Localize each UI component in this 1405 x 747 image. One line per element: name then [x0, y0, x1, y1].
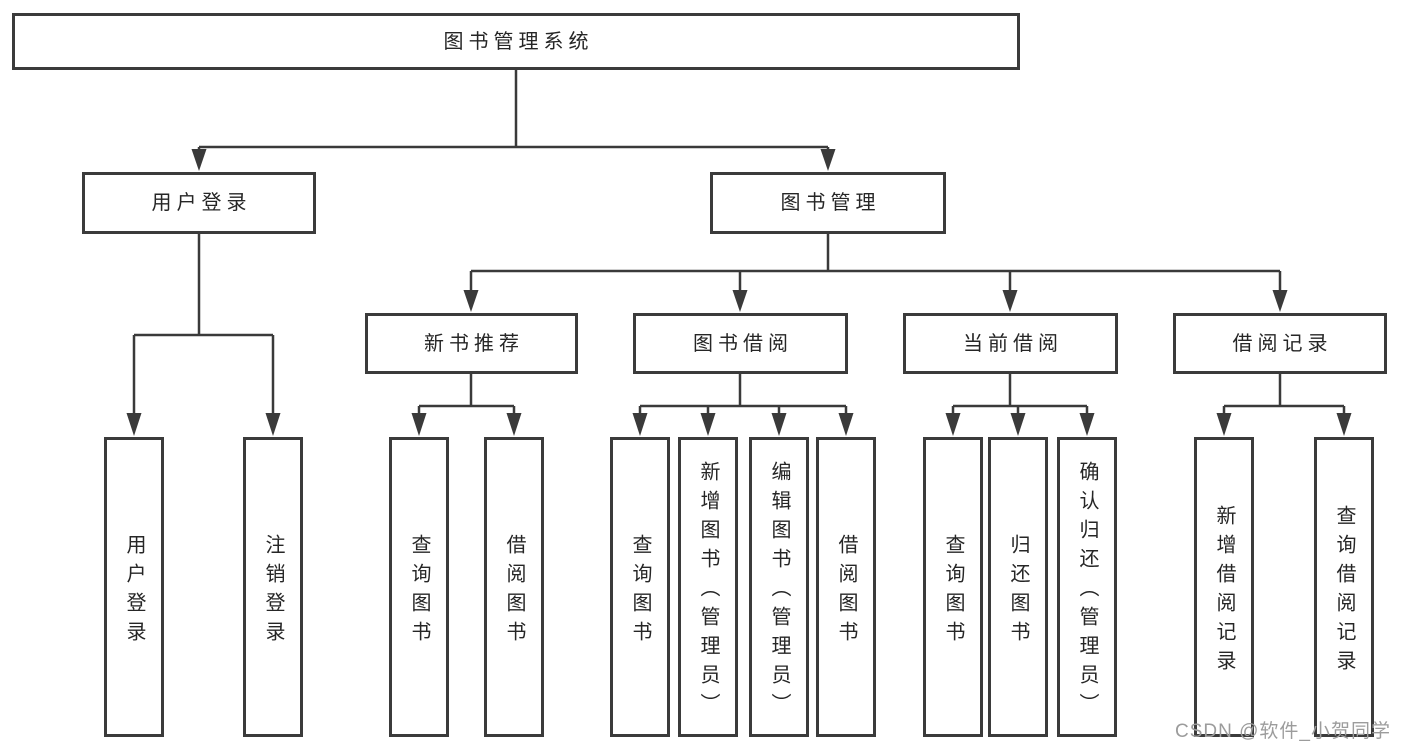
leaf-query-books-borrowing: 查询图书: [610, 437, 670, 737]
node-new-book-recommend: 新书推荐: [365, 313, 578, 374]
arrowhead: [265, 413, 281, 436]
node-label: 查询图书: [942, 533, 964, 650]
leaf-return-book: 归还图书: [988, 437, 1048, 737]
node-user-login: 用户登录: [82, 172, 316, 234]
watermark: CSDN @软件_小贺同学: [1175, 721, 1391, 742]
arrowhead: [771, 413, 787, 436]
arrowheads: [126, 149, 1352, 436]
arrowhead: [820, 149, 836, 171]
node-label: 图书管理: [780, 192, 881, 214]
node-label: 查询图书: [629, 533, 651, 650]
node-label: 新增借阅记录: [1213, 504, 1235, 679]
leaf-user-login: 用户登录: [104, 437, 164, 737]
node-label: 新书推荐: [424, 332, 524, 355]
node-label: 注销登录: [262, 533, 284, 650]
arrowhead: [463, 290, 479, 312]
node-label: 查询图书: [408, 533, 430, 650]
leaf-add-book-admin: 新增图书（管理员）: [678, 437, 738, 737]
node-label: 借阅图书: [503, 533, 525, 650]
node-label: 用户登录: [123, 533, 145, 650]
leaf-confirm-return-admin: 确认归还（管理员）: [1057, 437, 1117, 737]
arrowhead: [1002, 290, 1018, 312]
arrowhead: [411, 413, 427, 436]
arrowhead: [1272, 290, 1288, 312]
arrowhead: [945, 413, 961, 436]
leaf-query-borrow-record: 查询借阅记录: [1314, 437, 1374, 737]
node-label: 借阅图书: [835, 533, 857, 650]
leaf-borrow-books-borrowing: 借阅图书: [816, 437, 876, 737]
node-label: 图书借阅: [693, 332, 793, 355]
node-borrowing-records: 借阅记录: [1173, 313, 1387, 374]
leaf-edit-book-admin: 编辑图书（管理员）: [749, 437, 809, 737]
leaf-logout: 注销登录: [243, 437, 303, 737]
node-label: 新增图书（管理员）: [697, 461, 719, 722]
node-label: 当前借阅: [963, 332, 1063, 355]
arrowhead: [838, 413, 854, 436]
node-label: 确认归还（管理员）: [1076, 461, 1098, 722]
leaf-borrow-books-recommend: 借阅图书: [484, 437, 544, 737]
node-label: 图书管理系统: [443, 30, 594, 53]
arrowhead: [1010, 413, 1026, 436]
node-label: 编辑图书（管理员）: [768, 461, 790, 722]
node-book-management: 图书管理: [710, 172, 946, 234]
arrowhead: [700, 413, 716, 436]
arrowhead: [1216, 413, 1232, 436]
node-library-management-system: 图书管理系统: [12, 13, 1020, 70]
arrowhead: [126, 413, 142, 436]
arrowhead: [1079, 413, 1095, 436]
node-label: 归还图书: [1007, 533, 1029, 650]
node-label: 借阅记录: [1232, 332, 1333, 355]
leaf-query-books-recommend: 查询图书: [389, 437, 449, 737]
arrowhead: [506, 413, 522, 436]
arrowhead: [1336, 413, 1352, 436]
node-label: 查询借阅记录: [1333, 504, 1355, 679]
leaf-query-books-current: 查询图书: [923, 437, 983, 737]
node-current-borrowing: 当前借阅: [903, 313, 1118, 374]
node-book-borrowing: 图书借阅: [633, 313, 848, 374]
arrowhead: [191, 149, 207, 171]
arrowhead: [632, 413, 648, 436]
node-label: 用户登录: [151, 192, 252, 214]
arrowhead: [732, 290, 748, 312]
leaf-add-borrow-record: 新增借阅记录: [1194, 437, 1254, 737]
